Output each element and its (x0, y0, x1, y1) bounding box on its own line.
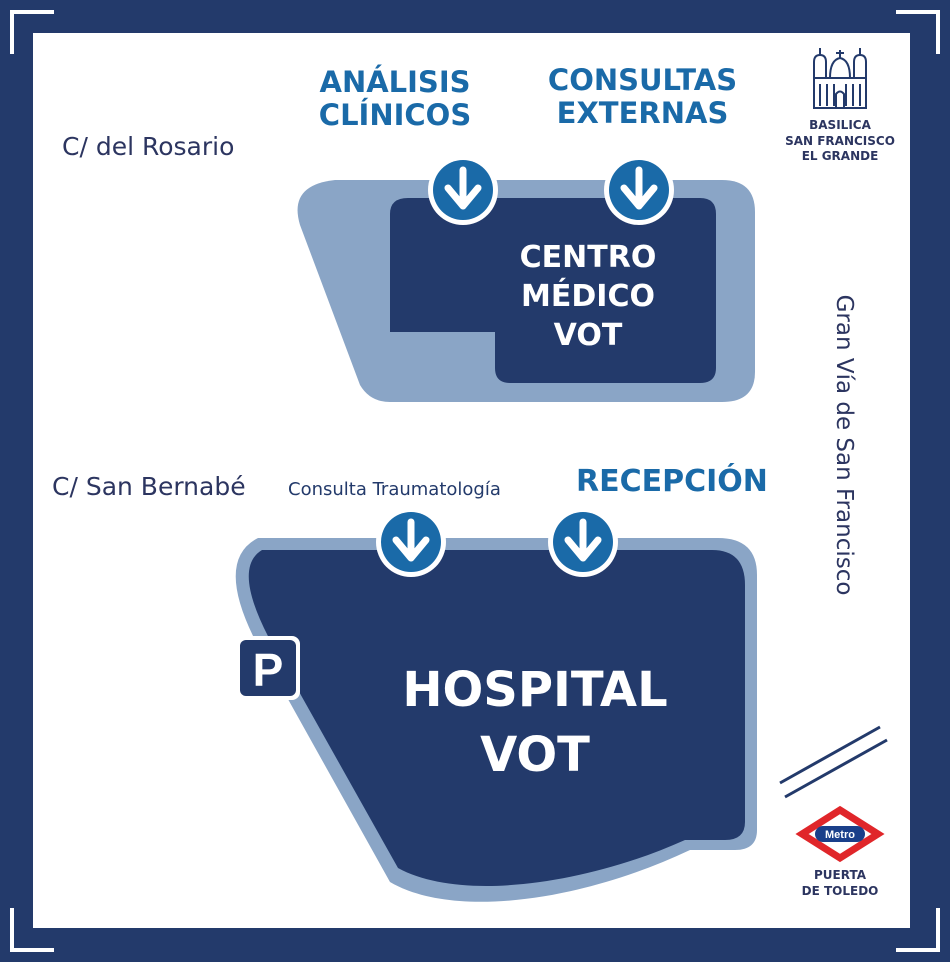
parking-symbol: P (253, 644, 284, 696)
basilica-label: BASILICA SAN FRANCISCO EL GRANDE (772, 118, 908, 165)
entrance-marker-consultas[interactable] (604, 155, 674, 225)
metro-station-label-line-1: PUERTA (814, 868, 866, 882)
street-gran-via-san-francisco: Gran Vía de San Francisco (831, 294, 857, 596)
centro-medico-label-line-2: MÉDICO (521, 279, 655, 314)
entrance-label-traumatologia: Consulta Traumatología (288, 479, 501, 500)
basilica-icon (813, 48, 867, 109)
hospital-building[interactable] (235, 538, 757, 902)
metro-station-label: PUERTA DE TOLEDO (780, 868, 900, 899)
hospital-label: HOSPITAL VOT (380, 658, 690, 788)
entrance-label-consultas-line-1: CONSULTAS (547, 63, 738, 97)
entrance-label-consultas: CONSULTAS EXTERNAS (540, 63, 745, 131)
entrance-marker-recepcion[interactable] (548, 507, 618, 577)
corner-mark-bottom-left (10, 908, 54, 952)
entrance-label-analisis-line-2: CLÍNICOS (318, 98, 472, 133)
centro-medico-label: CENTRO MÉDICO VOT (500, 238, 676, 355)
centro-medico-core (390, 198, 716, 383)
hospital-label-line-1: HOSPITAL (402, 662, 668, 718)
street-lines (779, 725, 888, 799)
entrance-label-analisis-line-1: ANÁLISIS (319, 65, 471, 99)
corner-mark-bottom-right (896, 908, 940, 952)
metro-logo: Metro (795, 805, 885, 863)
centro-medico-label-line-1: CENTRO (519, 240, 657, 275)
centro-medico-label-line-3: VOT (553, 318, 623, 353)
basilica-label-line-1: BASILICA (809, 118, 871, 132)
basilica-label-line-2: SAN FRANCISCO (785, 133, 895, 148)
entrance-marker-analisis[interactable] (428, 155, 498, 225)
hospital-label-line-2: VOT (480, 726, 590, 783)
street-del-rosario: C/ del Rosario (62, 132, 235, 161)
street-san-bernabe: C/ San Bernabé (52, 472, 246, 501)
hospital-core (248, 550, 745, 886)
parking-sign[interactable]: P (236, 636, 300, 700)
basilica-label-line-3: EL GRANDE (801, 149, 879, 164)
corner-mark-top-left (10, 10, 54, 54)
entrance-label-consultas-line-2: EXTERNAS (556, 96, 729, 131)
metro-badge-text: Metro (825, 829, 855, 841)
metro-station-label-line-2: DE TOLEDO (801, 883, 879, 898)
centro-medico-building[interactable] (297, 180, 755, 402)
entrance-label-analisis: ANÁLISIS CLÍNICOS (305, 65, 485, 133)
entrance-label-recepcion: RECEPCIÓN (576, 464, 768, 499)
corner-mark-top-right (896, 10, 940, 54)
entrance-marker-traumatologia[interactable] (376, 507, 446, 577)
